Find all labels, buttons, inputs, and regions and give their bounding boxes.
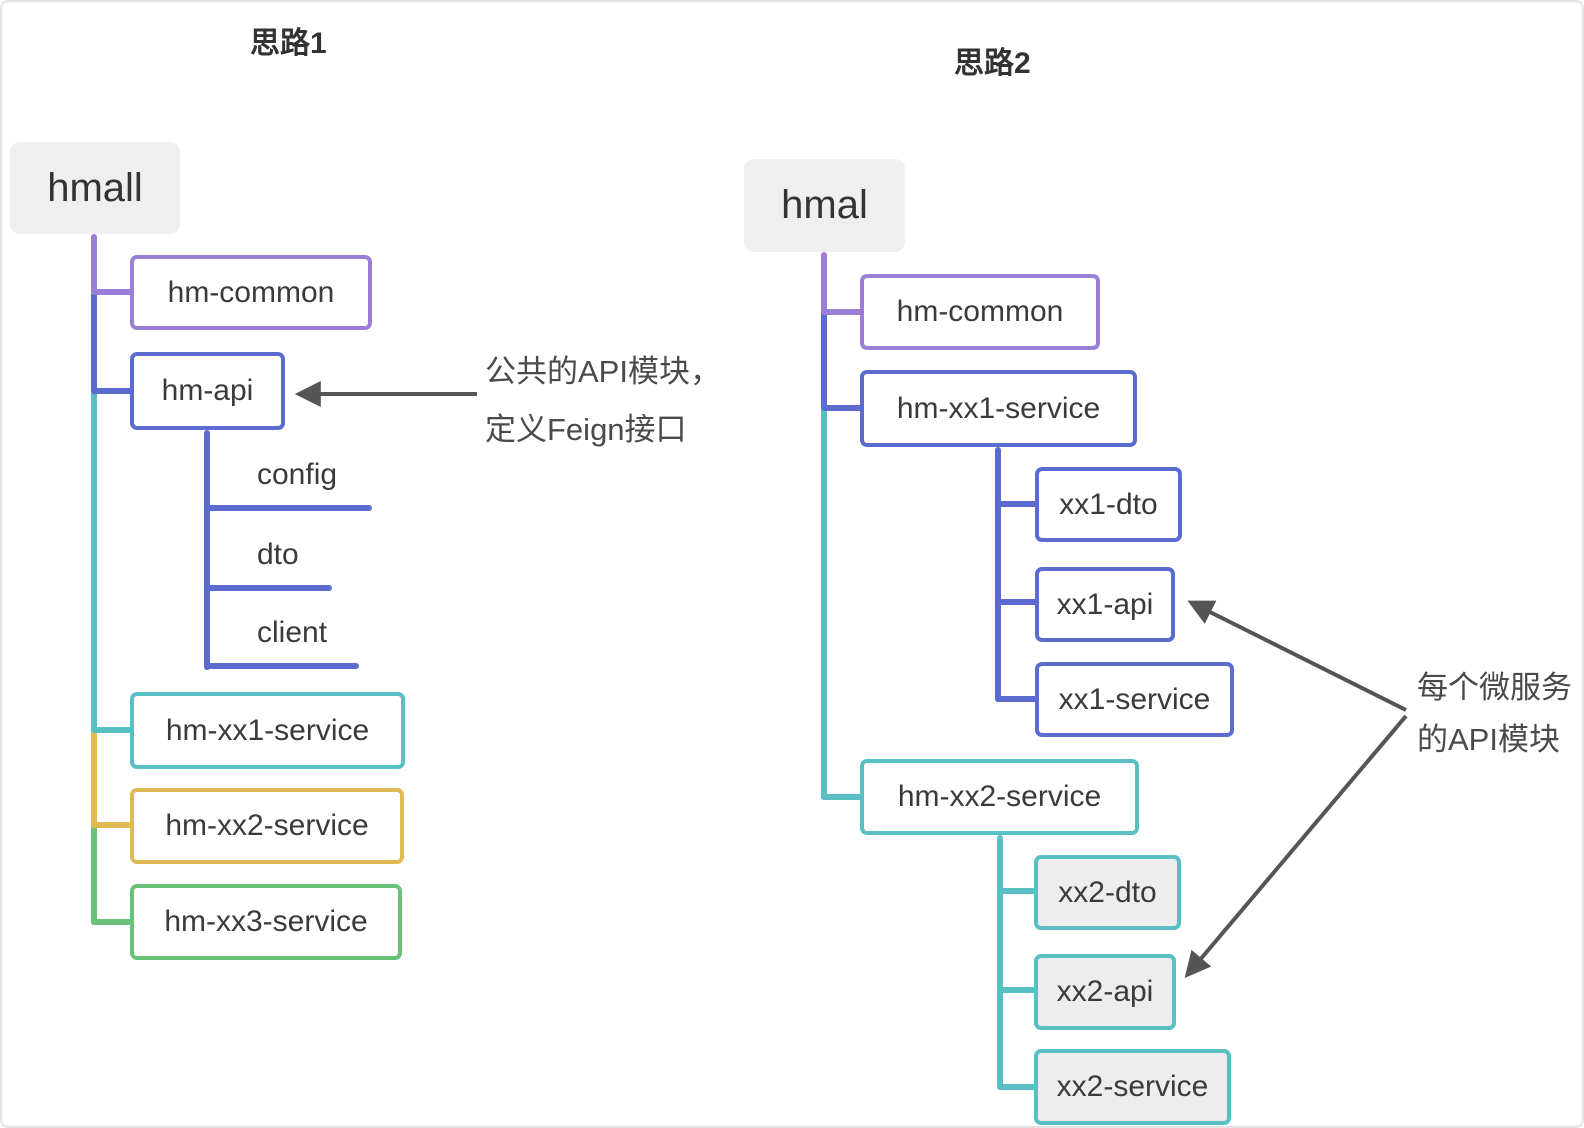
annotation-microservice-api-line1: 每个微服务 <box>1417 670 1572 705</box>
connector-line <box>995 501 1041 507</box>
connector-line <box>204 663 359 669</box>
connector-line <box>204 505 372 511</box>
node-hm-xx1-service-left: hm-xx1-service <box>130 692 405 769</box>
annotation-microservice-api-line2: 的API模块 <box>1417 722 1560 757</box>
connector-line <box>91 388 136 394</box>
connector-line <box>821 405 827 800</box>
node-client: client <box>257 616 328 649</box>
connector-line <box>995 696 1041 702</box>
connector-line <box>91 822 136 828</box>
approach-1-title: 思路1 <box>250 27 327 60</box>
node-hm-xx1-service-right: hm-xx1-service <box>860 370 1137 447</box>
node-hm-xx2-service-right: hm-xx2-service <box>860 759 1139 835</box>
annotation-feign-api-line2: 定义Feign接口 <box>485 412 687 447</box>
node-hm-common-left: hm-common <box>130 255 372 330</box>
connector-line <box>91 825 97 925</box>
left-root-node: hmall <box>10 142 180 234</box>
node-xx2-service: xx2-service <box>1034 1049 1231 1125</box>
connector-line <box>91 727 136 733</box>
node-xx2-api: xx2-api <box>1034 954 1176 1030</box>
approach-2-title: 思路2 <box>954 47 1031 80</box>
connector-line <box>821 309 827 411</box>
node-xx2-dto: xx2-dto <box>1034 855 1181 930</box>
node-hm-xx3-service-left: hm-xx3-service <box>130 884 402 960</box>
arrow-to-xx2-api <box>1184 714 1408 978</box>
connector-line <box>91 391 97 733</box>
connector-line <box>91 919 136 925</box>
connector-line <box>997 888 1040 894</box>
node-hm-api: hm-api <box>130 352 285 430</box>
connector-line <box>821 309 866 315</box>
node-xx1-api: xx1-api <box>1035 567 1175 642</box>
right-root-node: hmal <box>744 159 905 252</box>
connector-line <box>821 252 827 315</box>
node-hm-xx2-service-left: hm-xx2-service <box>130 788 404 864</box>
node-config: config <box>257 458 338 491</box>
connector-line <box>91 292 97 394</box>
node-xx1-service: xx1-service <box>1035 662 1234 737</box>
connector-line <box>204 430 210 670</box>
annotation-feign-api-line1: 公共的API模块， <box>485 354 721 389</box>
connector-line <box>997 835 1003 1090</box>
connector-line <box>995 599 1041 605</box>
node-xx1-dto: xx1-dto <box>1035 467 1182 542</box>
connector-line <box>997 987 1040 993</box>
connector-line <box>91 289 136 295</box>
connector-line <box>91 730 97 828</box>
connector-line <box>821 794 866 800</box>
connector-line <box>997 1084 1040 1090</box>
connector-line <box>821 405 866 411</box>
connector-line <box>995 447 1001 702</box>
node-hm-common-right: hm-common <box>860 274 1100 350</box>
node-dto: dto <box>257 538 299 571</box>
connector-line <box>204 585 332 591</box>
connector-line <box>91 234 97 295</box>
